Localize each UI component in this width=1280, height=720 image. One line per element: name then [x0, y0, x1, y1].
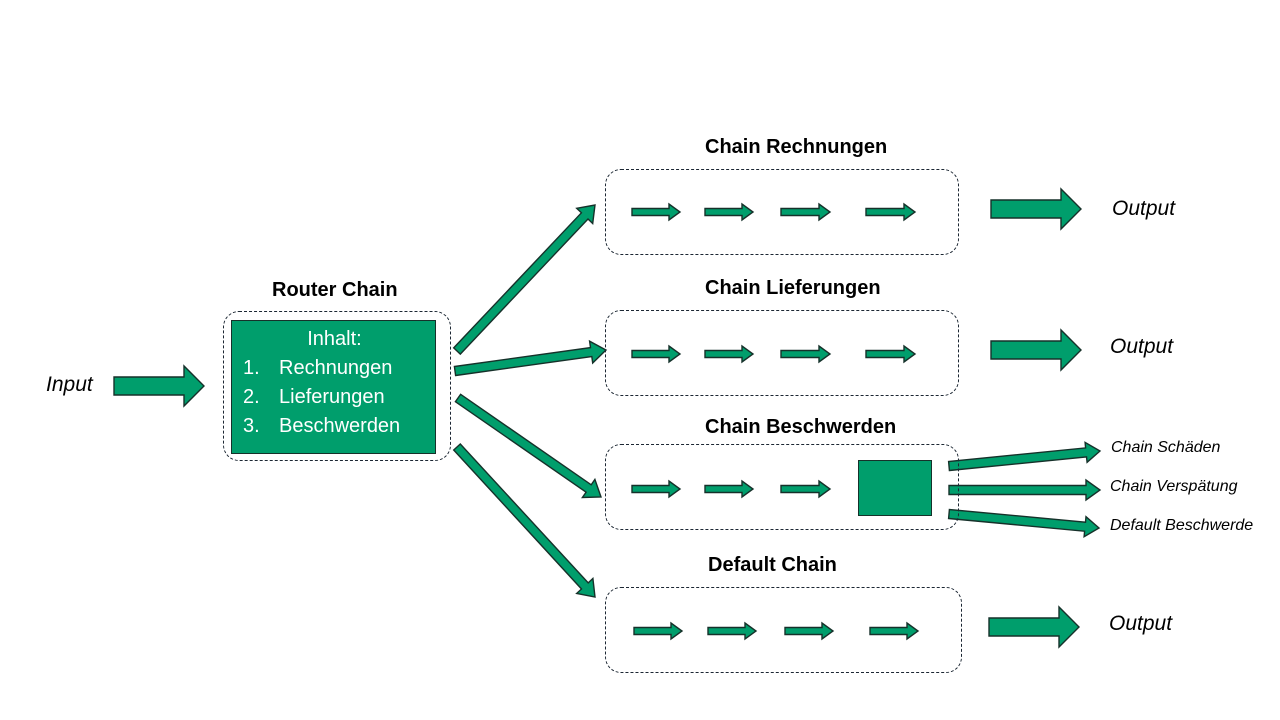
- branch-arrow-verspaetung: [948, 478, 1102, 502]
- step-arrow-default: [707, 621, 758, 641]
- branch-label-default-beschwerde: Default Beschwerde: [1110, 517, 1254, 534]
- step-arrow-lieferungen: [631, 344, 682, 364]
- step-arrow-beschwerden: [704, 479, 755, 499]
- route-arrow-beschwerden: [454, 393, 602, 499]
- step-arrow-lieferungen: [704, 344, 755, 364]
- step-arrow-lieferungen: [865, 344, 917, 364]
- router-chain-title: Router Chain: [272, 279, 398, 301]
- step-arrow-default: [633, 621, 684, 641]
- router-item-number: 2.: [243, 386, 260, 408]
- step-arrow-default: [869, 621, 920, 641]
- output-label-rechnungen: Output: [1112, 197, 1176, 220]
- step-arrow-lieferungen: [780, 344, 832, 364]
- route-arrow-lieferungen: [453, 339, 608, 377]
- branch-arrow-default-beschwerde: [947, 508, 1101, 538]
- router-item-beschwerden: 3. Beschwerden: [243, 412, 400, 441]
- router-item-rechnungen: 1. Rechnungen: [243, 354, 392, 383]
- chain-beschwerden-box: [605, 444, 959, 530]
- branch-label-schaeden: Chain Schäden: [1111, 439, 1221, 456]
- route-arrow-default: [452, 443, 596, 598]
- chain-beschwerden-title: Chain Beschwerden: [705, 416, 897, 438]
- output-label-default: Output: [1109, 612, 1173, 635]
- output-label-lieferungen: Output: [1110, 335, 1174, 358]
- branch-label-verspaetung: Chain Verspätung: [1110, 478, 1238, 495]
- router-item-label: Beschwerden: [279, 415, 401, 437]
- chain-lieferungen-title: Chain Lieferungen: [705, 277, 881, 299]
- router-content-box: Inhalt: 1. Rechnungen 2. Lieferungen 3. Bes…: [231, 320, 436, 454]
- branch-arrow-schaeden: [947, 441, 1102, 472]
- step-arrow-rechnungen: [865, 202, 917, 222]
- default-chain-box: [605, 587, 962, 673]
- default-chain-title: Default Chain: [708, 554, 837, 576]
- router-item-number: 1.: [243, 357, 260, 379]
- route-arrow-rechnungen: [452, 204, 596, 356]
- router-item-lieferungen: 2. Lieferungen: [243, 383, 385, 412]
- output-arrow-lieferungen: [990, 328, 1082, 372]
- output-arrow-rechnungen: [990, 187, 1082, 231]
- step-arrow-rechnungen: [631, 202, 682, 222]
- router-item-number: 3.: [243, 415, 260, 437]
- router-item-label: Rechnungen: [279, 357, 393, 379]
- chain-lieferungen-box: [605, 310, 959, 396]
- step-arrow-beschwerden: [780, 479, 832, 499]
- sub-router-square: [858, 460, 932, 516]
- chain-rechnungen-title: Chain Rechnungen: [705, 136, 888, 158]
- step-arrow-rechnungen: [780, 202, 832, 222]
- step-arrow-beschwerden: [631, 479, 682, 499]
- step-arrow-default: [784, 621, 835, 641]
- input-label: Input: [46, 373, 93, 396]
- router-item-label: Lieferungen: [279, 386, 385, 408]
- router-content-heading: Inhalt:: [307, 328, 362, 350]
- chain-rechnungen-box: [605, 169, 959, 255]
- step-arrow-rechnungen: [704, 202, 755, 222]
- router-chain-box: [223, 311, 451, 461]
- output-arrow-default: [988, 605, 1080, 649]
- input-arrow: [113, 364, 205, 408]
